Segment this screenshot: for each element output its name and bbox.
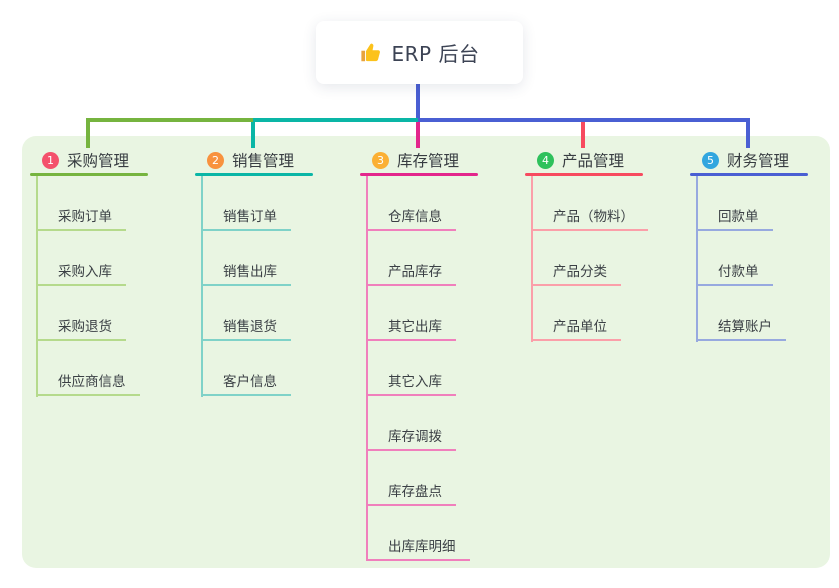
branch-node-sales[interactable]: 2 销售管理 [207, 149, 294, 171]
child-node[interactable]: 销售出库 [201, 265, 291, 286]
child-node[interactable]: 库存盘点 [366, 485, 456, 506]
branch-node-purchase[interactable]: 1 采购管理 [42, 149, 129, 171]
branch-node-finance[interactable]: 5 财务管理 [702, 149, 789, 171]
branch-drop-line-5 [746, 122, 750, 148]
children-connector-line [36, 176, 38, 397]
child-node[interactable]: 采购订单 [36, 210, 126, 231]
root-stem-line [416, 84, 420, 122]
child-node[interactable]: 回款单 [696, 210, 773, 231]
branch-drop-line-3 [416, 122, 420, 148]
child-node[interactable]: 结算账户 [696, 320, 786, 341]
branches-background-panel [22, 136, 830, 568]
child-node[interactable]: 产品库存 [366, 265, 456, 286]
branch-number-badge: 1 [42, 151, 59, 169]
branch-label: 采购管理 [67, 152, 130, 170]
root-node[interactable]: ERP 后台 [316, 21, 523, 84]
children-connector-line [696, 176, 698, 342]
branch-node-product[interactable]: 4 产品管理 [537, 149, 624, 171]
thumbs-up-icon [360, 42, 382, 64]
child-node[interactable]: 采购退货 [36, 320, 126, 341]
child-node[interactable]: 出库库明细 [366, 540, 470, 561]
branch-underline [690, 173, 808, 176]
child-node[interactable]: 其它出库 [366, 320, 456, 341]
child-node[interactable]: 付款单 [696, 265, 773, 286]
child-node[interactable]: 仓库信息 [366, 210, 456, 231]
child-node[interactable]: 销售订单 [201, 210, 291, 231]
branch-underline [195, 173, 313, 176]
root-label: ERP 后台 [391, 42, 480, 66]
branch-drop-line-2 [251, 122, 255, 148]
child-node[interactable]: 其它入库 [366, 375, 456, 396]
children-connector-line [531, 176, 533, 342]
trunk-line-left [86, 118, 253, 122]
branch-node-inventory[interactable]: 3 库存管理 [372, 149, 459, 171]
branch-label: 库存管理 [397, 152, 460, 170]
branch-number-badge: 4 [537, 151, 554, 169]
branch-number-badge: 5 [702, 151, 719, 169]
children-connector-line [201, 176, 203, 397]
branch-number-badge: 2 [207, 151, 224, 169]
child-node[interactable]: 销售退货 [201, 320, 291, 341]
branch-drop-line-1 [86, 122, 90, 148]
child-node[interactable]: 产品分类 [531, 265, 621, 286]
branch-underline [525, 173, 643, 176]
branch-number-badge: 3 [372, 151, 389, 169]
child-node[interactable]: 产品（物料） [531, 210, 648, 231]
branch-label: 产品管理 [562, 152, 625, 170]
child-node[interactable]: 客户信息 [201, 375, 291, 396]
trunk-line-right [418, 118, 750, 122]
child-node[interactable]: 库存调拨 [366, 430, 456, 451]
child-node[interactable]: 供应商信息 [36, 375, 140, 396]
branch-label: 销售管理 [232, 152, 295, 170]
branch-underline [30, 173, 148, 176]
children-connector-line [366, 176, 368, 561]
trunk-line-middle [253, 118, 420, 122]
branch-underline [360, 173, 478, 176]
child-node[interactable]: 采购入库 [36, 265, 126, 286]
branch-drop-line-4 [581, 122, 585, 148]
branch-label: 财务管理 [727, 152, 790, 170]
child-node[interactable]: 产品单位 [531, 320, 621, 341]
